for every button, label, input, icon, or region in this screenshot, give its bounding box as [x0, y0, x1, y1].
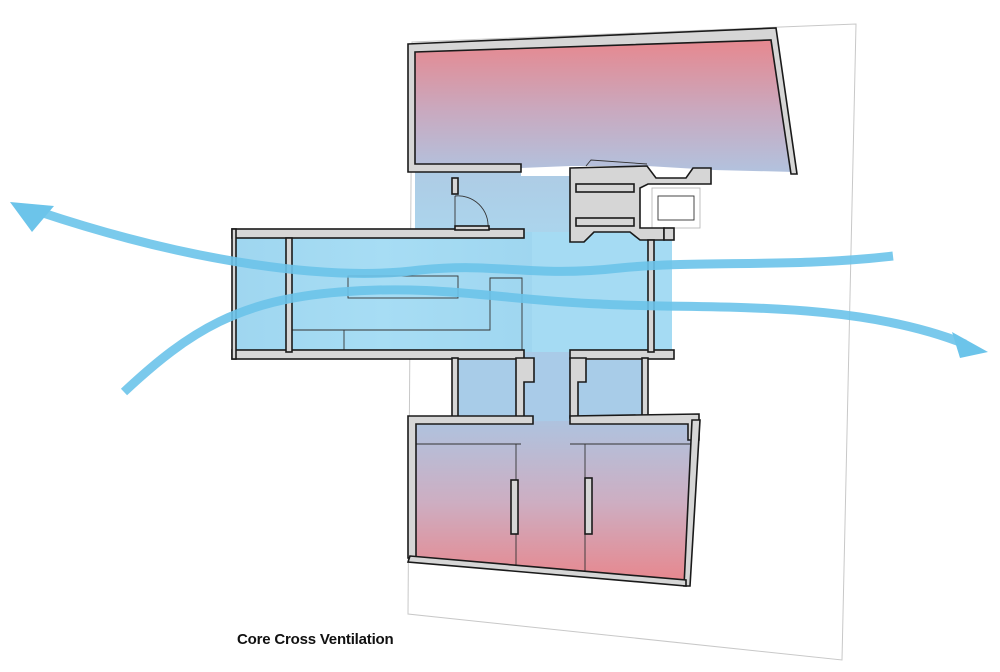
airflow-arrow-east	[120, 285, 967, 396]
arrowhead-west	[10, 202, 54, 232]
diagram-caption: Core Cross Ventilation	[237, 631, 394, 648]
south-vestibule-left	[455, 360, 523, 416]
airflow-arrows	[38, 207, 967, 396]
arrowhead-east	[952, 332, 988, 358]
north-room	[415, 36, 795, 172]
airflow-arrow-west	[38, 207, 894, 278]
south-rooms	[415, 420, 694, 584]
